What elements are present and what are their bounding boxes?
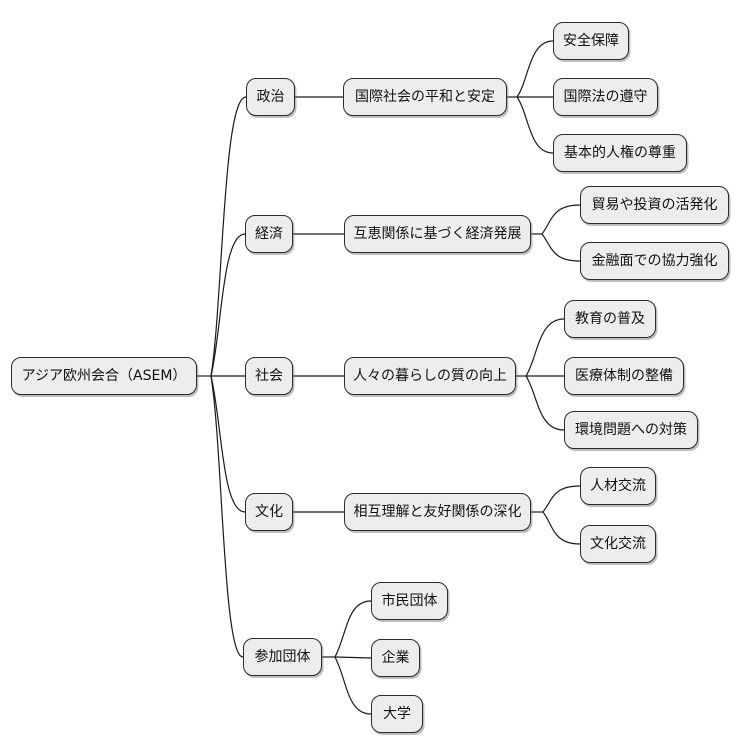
- leaf-civic-groups: 市民団体: [371, 582, 448, 620]
- leaf-universities: 大学: [371, 695, 423, 733]
- leaf-financial-cooperation: 金融面での協力強化: [580, 242, 729, 280]
- participants-fan: [322, 600, 372, 715]
- branch-participants: 参加団体: [243, 638, 322, 676]
- culture-fan: [531, 485, 581, 545]
- leaf-human-rights: 基本的人権の尊重: [553, 134, 687, 172]
- topic-politics: 国際社会の平和と安定: [343, 78, 507, 116]
- society-fan: [516, 318, 565, 431]
- topic-economy: 互恵関係に基づく経済発展: [344, 215, 531, 253]
- leaf-cultural-exchange: 文化交流: [580, 525, 656, 563]
- branch-culture: 文化: [245, 493, 293, 531]
- politics-fan: [507, 40, 554, 154]
- leaf-personnel-exchange: 人材交流: [580, 467, 656, 505]
- leaf-healthcare: 医療体制の整備: [564, 357, 684, 395]
- root-node: アジア欧州会合（ASEM）: [11, 357, 197, 395]
- leaf-international-law: 国際法の遵守: [553, 78, 658, 116]
- topic-culture: 相互理解と友好関係の深化: [344, 493, 531, 531]
- leaf-environment: 環境問題への対策: [564, 411, 698, 449]
- leaf-trade-investment: 貿易や投資の活発化: [580, 186, 729, 224]
- leaf-security: 安全保障: [553, 22, 629, 60]
- category-theme-links: [293, 96, 344, 513]
- leaf-companies: 企業: [371, 639, 420, 677]
- economy-fan: [531, 204, 581, 262]
- root-fan: [197, 96, 247, 658]
- branch-economy: 経済: [245, 215, 293, 253]
- branch-society: 社会: [245, 357, 293, 395]
- branch-politics: 政治: [246, 78, 295, 116]
- leaf-education: 教育の普及: [564, 300, 656, 338]
- topic-society: 人々の暮らしの質の向上: [344, 357, 516, 395]
